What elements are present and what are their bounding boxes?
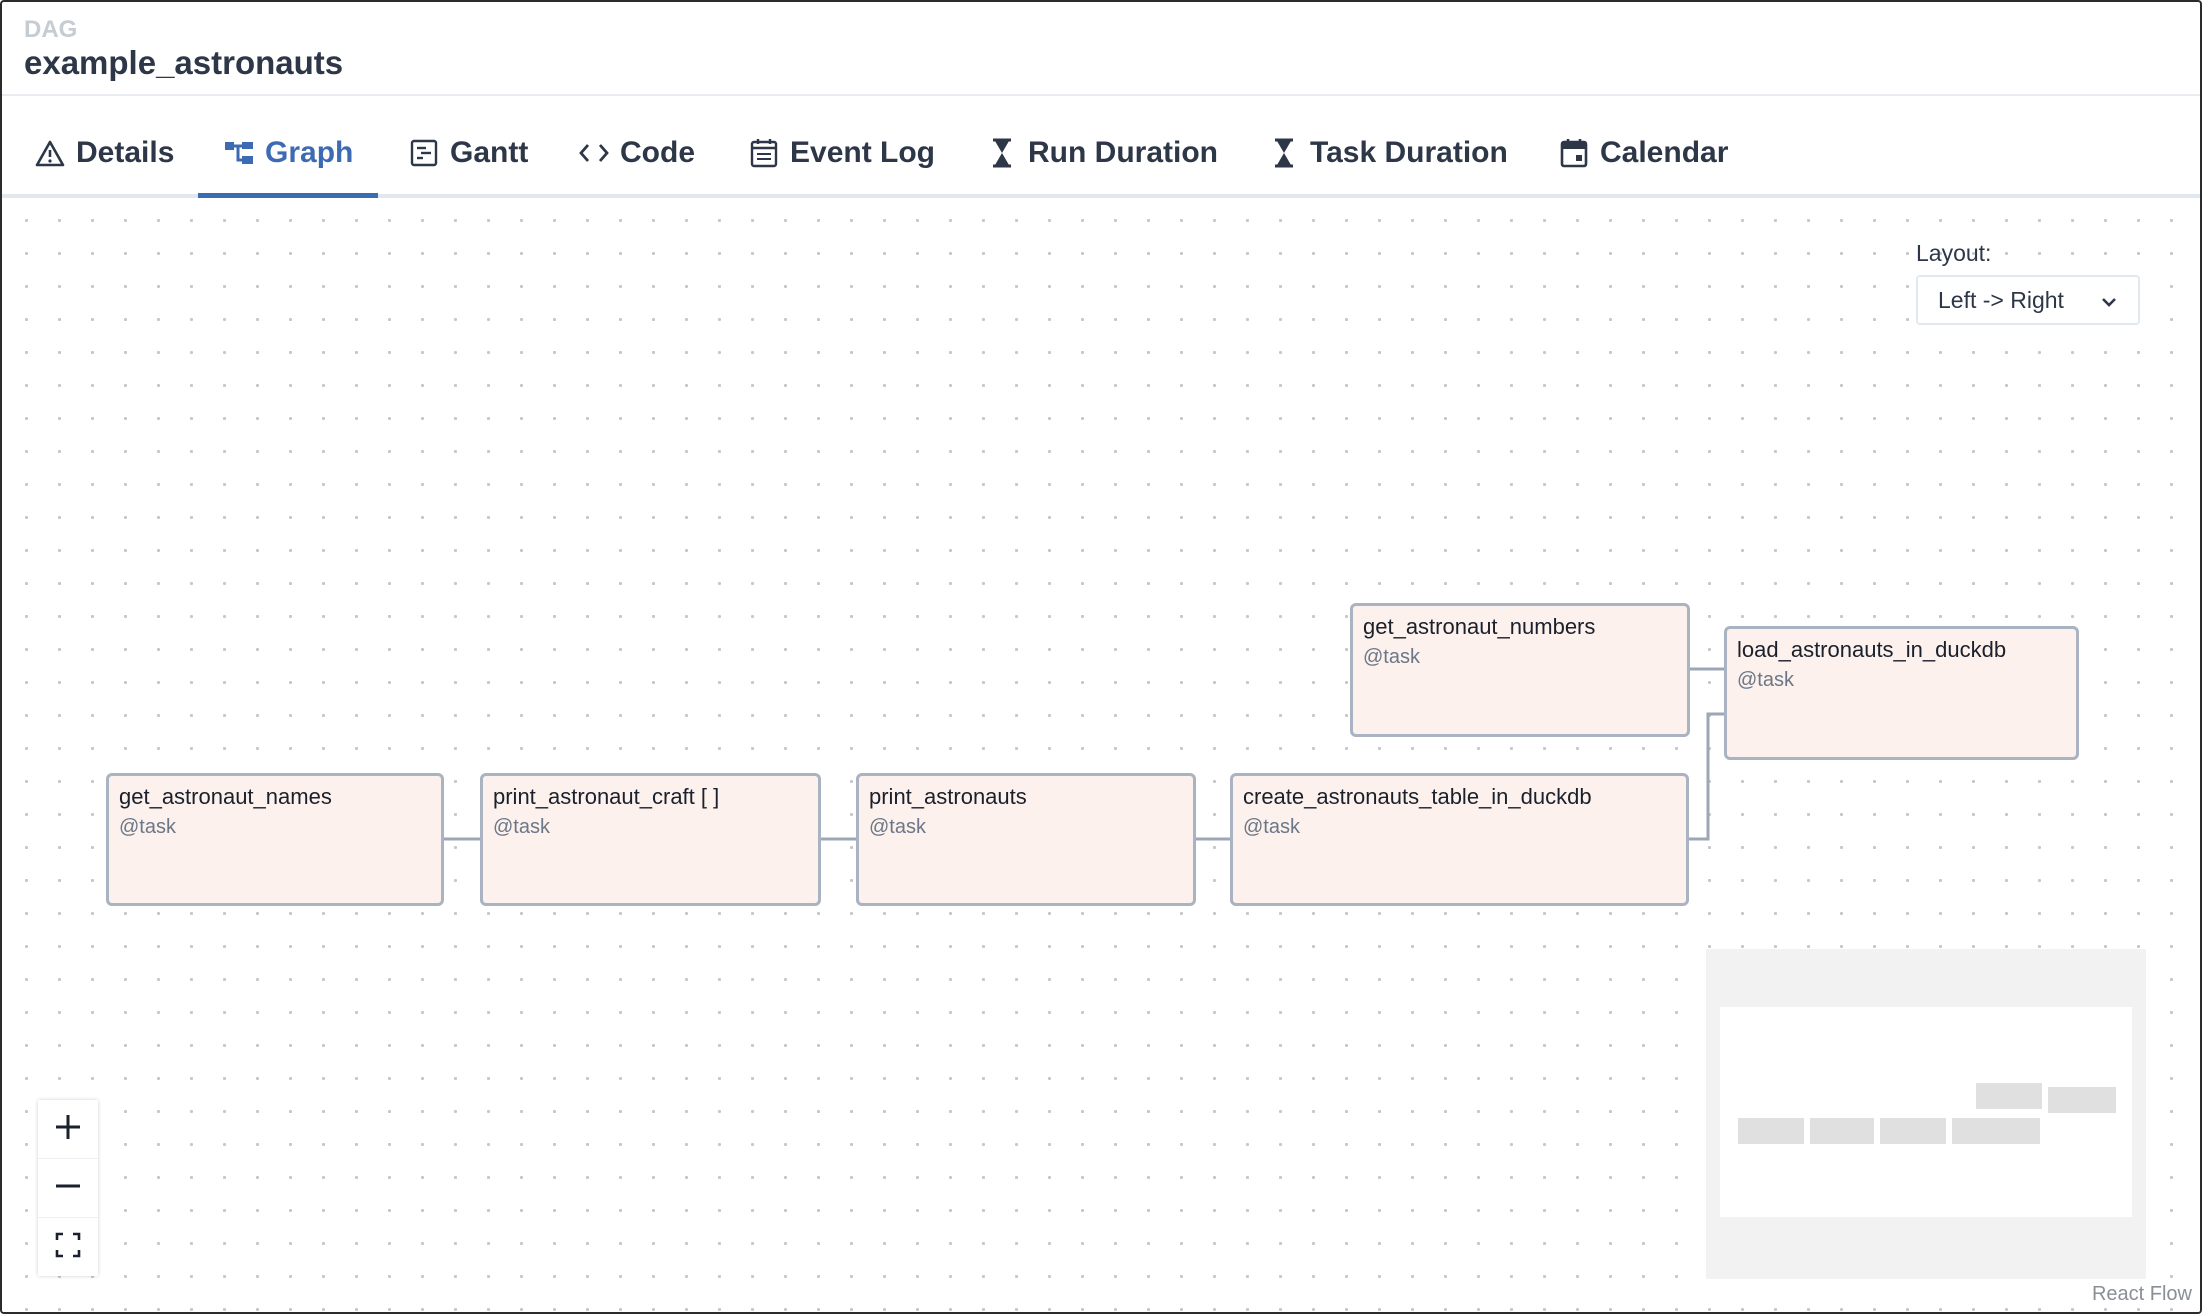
- minimap-node: [1952, 1118, 2040, 1144]
- minimap[interactable]: [1706, 949, 2146, 1279]
- minimap-node: [1976, 1083, 2042, 1109]
- tab-graph[interactable]: Graph: [198, 112, 379, 198]
- task-node-get-astronaut-numbers[interactable]: get_astronaut_numbers @task: [1350, 603, 1690, 737]
- layout-control: Layout: Left -> Right: [1916, 240, 2140, 325]
- tab-label: Code: [620, 136, 695, 169]
- task-type: @task: [1737, 669, 1794, 691]
- graph-icon: [223, 137, 255, 169]
- edge: [1688, 712, 1726, 841]
- warning-triangle-icon: [34, 137, 66, 169]
- fit-view-button[interactable]: [38, 1218, 98, 1276]
- plus-icon: [53, 1112, 83, 1147]
- chevron-down-icon: [2100, 287, 2118, 314]
- task-type: @task: [1363, 646, 1420, 668]
- task-node-create-astronauts-table[interactable]: create_astronauts_table_in_duckdb @task: [1230, 773, 1689, 906]
- task-name: get_astronaut_names: [119, 784, 332, 809]
- task-node-print-astronaut-craft[interactable]: print_astronaut_craft [ ] @task: [480, 773, 821, 906]
- tab-label: Graph: [265, 135, 354, 169]
- zoom-controls: [38, 1100, 98, 1276]
- calendar-icon: [1558, 137, 1590, 169]
- tab-label: Gantt: [450, 136, 529, 169]
- hourglass-icon: [986, 137, 1018, 169]
- tab-label: Details: [76, 136, 175, 169]
- hourglass-icon: [1268, 137, 1300, 169]
- tab-run-duration[interactable]: Run Duration: [986, 112, 1218, 194]
- layout-select[interactable]: Left -> Right: [1916, 275, 2140, 325]
- zoom-out-button[interactable]: [38, 1159, 98, 1218]
- task-type: @task: [119, 816, 176, 838]
- minimap-node: [1738, 1118, 1804, 1144]
- task-node-get-astronaut-names[interactable]: get_astronaut_names @task: [106, 773, 444, 906]
- task-name: print_astronauts: [869, 784, 1027, 809]
- gantt-icon: [408, 137, 440, 169]
- tab-calendar[interactable]: Calendar: [1558, 112, 1728, 194]
- tab-label: Run Duration: [1028, 136, 1218, 169]
- graph-edges: [443, 667, 1726, 841]
- react-flow-attribution[interactable]: React Flow: [2091, 1283, 2192, 1305]
- tab-label: Event Log: [790, 136, 936, 169]
- minus-icon: [53, 1171, 83, 1206]
- task-name: print_astronaut_craft [ ]: [493, 784, 720, 809]
- page-title: example_astronauts: [24, 44, 344, 81]
- page-header: DAG example_astronauts: [2, 2, 2200, 96]
- tab-details[interactable]: Details: [34, 112, 174, 194]
- layout-label: Layout:: [1916, 240, 1992, 266]
- tab-label: Task Duration: [1310, 136, 1508, 169]
- task-node-print-astronauts[interactable]: print_astronauts @task: [856, 773, 1196, 906]
- tab-gantt[interactable]: Gantt: [408, 112, 528, 194]
- tab-label: Calendar: [1600, 136, 1729, 169]
- task-name: load_astronauts_in_duckdb: [1737, 637, 2007, 662]
- log-icon: [748, 137, 780, 169]
- task-name: get_astronaut_numbers: [1363, 614, 1596, 639]
- layout-select-value: Left -> Right: [1938, 286, 2064, 313]
- task-node-load-astronauts-in-duckdb[interactable]: load_astronauts_in_duckdb @task: [1724, 626, 2079, 760]
- fit-view-icon: [54, 1231, 82, 1264]
- minimap-node: [2048, 1087, 2116, 1113]
- code-icon: [578, 137, 610, 169]
- graph-canvas[interactable]: Layout: Left -> Right get_astronaut_name…: [2, 198, 2200, 1312]
- dag-label: DAG: [24, 16, 78, 43]
- tab-code[interactable]: Code: [578, 112, 695, 194]
- task-type: @task: [1243, 816, 1300, 838]
- tab-bar: Details Graph Gantt Code Event Log: [2, 112, 2200, 198]
- task-name: create_astronauts_table_in_duckdb: [1243, 784, 1592, 809]
- zoom-in-button[interactable]: [38, 1100, 98, 1159]
- tab-event-log[interactable]: Event Log: [748, 112, 935, 194]
- task-type: @task: [869, 816, 926, 838]
- minimap-node: [1810, 1118, 1874, 1144]
- minimap-node: [1880, 1118, 1946, 1144]
- task-type: @task: [493, 816, 550, 838]
- tab-task-duration[interactable]: Task Duration: [1268, 112, 1508, 194]
